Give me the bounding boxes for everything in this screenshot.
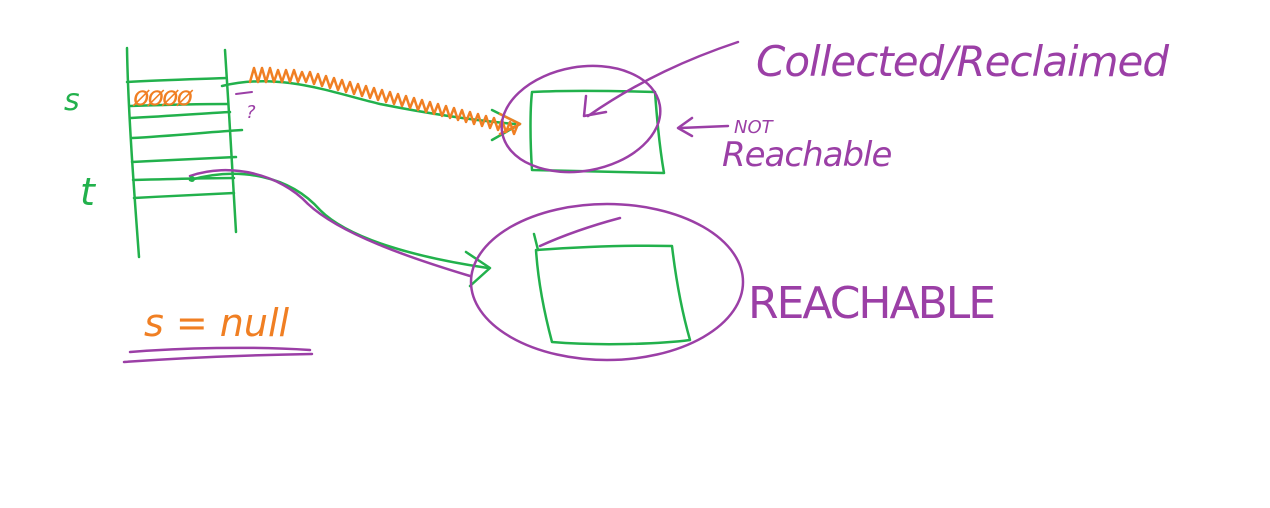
stack-row-line bbox=[128, 102, 230, 108]
lower-object-box bbox=[534, 244, 692, 346]
reachable-label-lower: REACHABLE bbox=[748, 278, 994, 329]
label-t: t bbox=[80, 170, 97, 214]
question-mark: ? bbox=[246, 102, 256, 123]
crossout-arrowhead bbox=[498, 112, 522, 136]
stack-row-line bbox=[131, 176, 236, 182]
t-reference-purple-trace bbox=[188, 169, 472, 278]
lower-object-tick bbox=[532, 232, 540, 252]
collected-reclaimed-label: Collected/Reclaimed bbox=[756, 37, 1169, 86]
lower-object-pointer bbox=[538, 216, 622, 248]
upper-object-circle bbox=[500, 64, 662, 174]
statement-underline bbox=[122, 352, 314, 364]
stack-row-line bbox=[125, 76, 228, 84]
upper-object-box bbox=[529, 89, 666, 175]
not-label: NOT bbox=[734, 117, 775, 138]
s-equals-null-statement: s = null bbox=[144, 301, 290, 345]
t-reference-arrow bbox=[188, 172, 490, 270]
stack-row-line bbox=[130, 128, 244, 140]
s-cell-scribble: øøøø bbox=[132, 81, 194, 112]
lower-object-circle bbox=[469, 202, 745, 362]
stack-right-line bbox=[223, 48, 238, 234]
stack-frame bbox=[125, 46, 244, 259]
t-reference-origin-dot bbox=[189, 176, 195, 182]
stack-row-line bbox=[130, 155, 238, 164]
s-reference-crossout-zigzag bbox=[248, 66, 520, 136]
purple-dash bbox=[235, 91, 253, 95]
stack-left-line bbox=[125, 46, 141, 259]
label-s: s bbox=[64, 83, 80, 118]
not-reachable-arrow bbox=[678, 124, 730, 130]
collected-pointer-arrowhead bbox=[582, 94, 608, 118]
not-reachable-arrowhead bbox=[676, 116, 694, 138]
stack-row-line bbox=[132, 191, 236, 200]
stack-row-line bbox=[129, 110, 232, 120]
reachable-label-upper: Reachable bbox=[722, 135, 891, 175]
collected-pointer-arrow bbox=[586, 40, 740, 118]
t-reference-arrowhead bbox=[464, 250, 492, 288]
statement-underline bbox=[128, 346, 312, 354]
